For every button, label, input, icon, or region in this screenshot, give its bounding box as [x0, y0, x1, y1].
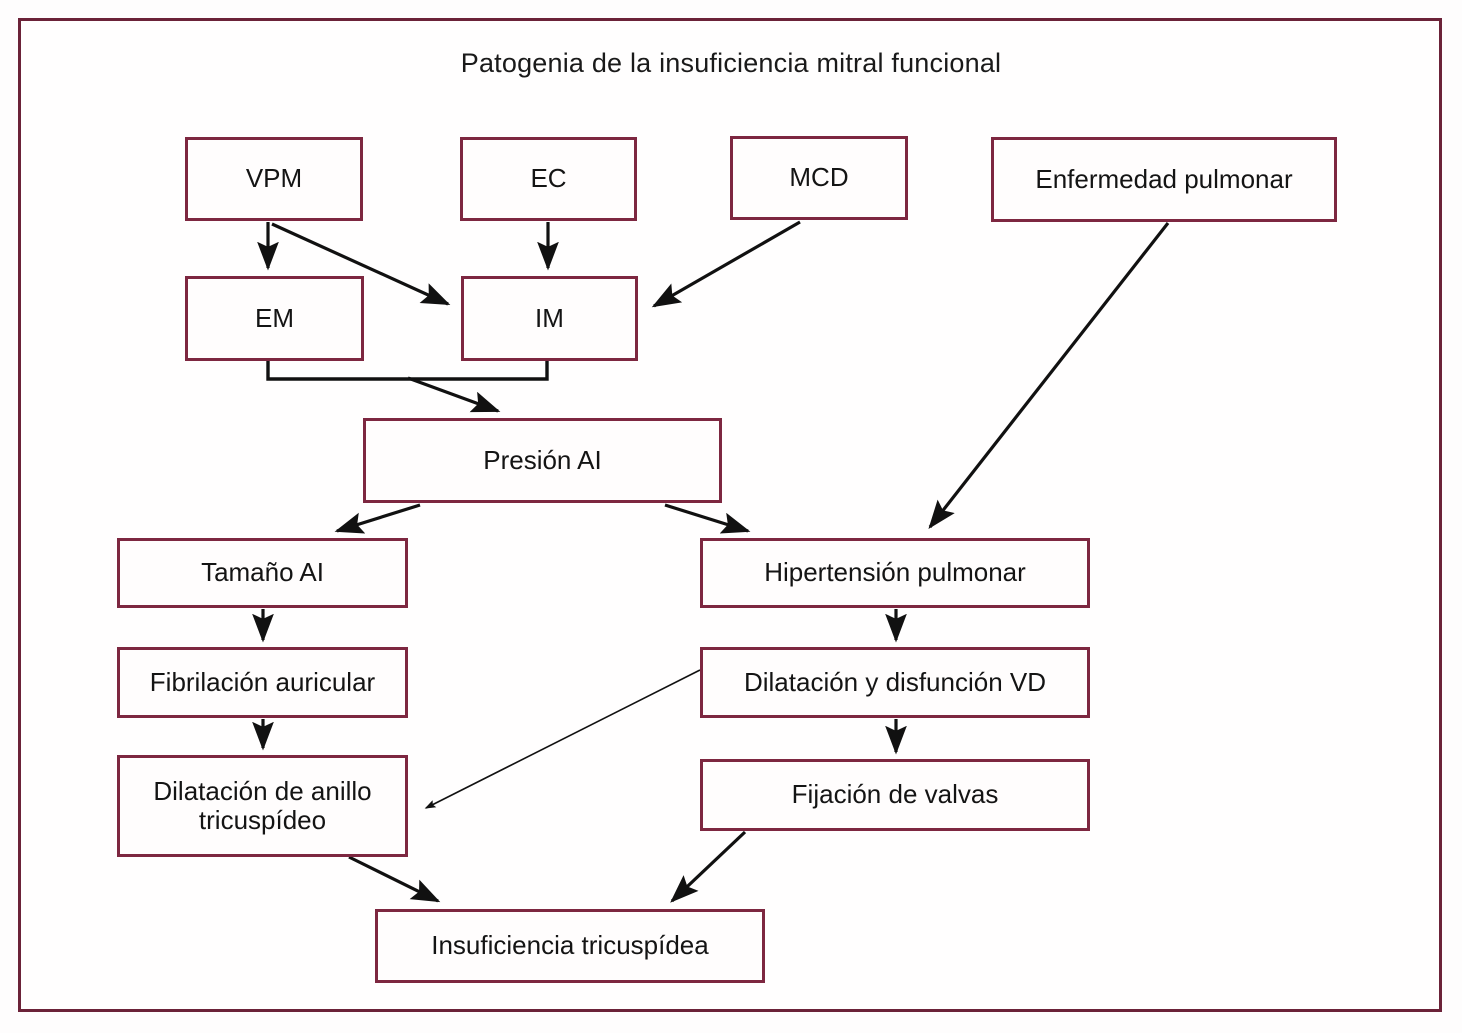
node-mcd-label: MCD	[789, 162, 849, 193]
node-hipertension-pulmonar-label: Hipertensión pulmonar	[764, 557, 1026, 588]
node-fijacion-de-valvas[interactable]: Fijación de valvas	[700, 759, 1090, 831]
node-fibrilacion-auricular-label: Fibrilación auricular	[149, 666, 376, 697]
node-fibrilacion-auricular[interactable]: Fibrilación auricular	[117, 647, 408, 718]
node-im[interactable]: IM	[461, 276, 638, 361]
node-insuficiencia-tricuspidea-label: Insuficiencia tricuspídea	[431, 930, 709, 961]
node-ec-label: EC	[530, 163, 567, 194]
node-insuficiencia-tricuspidea[interactable]: Insuficiencia tricuspídea	[375, 909, 765, 983]
figure-title: Patogenia de la insuficiencia mitral fun…	[460, 48, 1002, 78]
node-enfermedad-pulmonar[interactable]: Enfermedad pulmonar	[991, 137, 1337, 222]
node-dilatacion-anillo-tricuspideo-label: Dilatación de anillo tricuspídeo	[153, 775, 372, 835]
node-dilatacion-disfuncion-vd[interactable]: Dilatación y disfunción VD	[700, 647, 1090, 718]
node-tamano-ai[interactable]: Tamaño AI	[117, 538, 408, 608]
node-presion-ai[interactable]: Presión AI	[363, 418, 722, 503]
node-dilatacion-disfuncion-vd-label: Dilatación y disfunción VD	[743, 666, 1047, 697]
node-tamano-ai-label: Tamaño AI	[201, 557, 324, 588]
node-mcd[interactable]: MCD	[730, 136, 908, 220]
node-ec[interactable]: EC	[460, 137, 637, 221]
node-hipertension-pulmonar[interactable]: Hipertensión pulmonar	[700, 538, 1090, 608]
node-enfermedad-pulmonar-label: Enfermedad pulmonar	[1035, 163, 1293, 194]
node-em[interactable]: EM	[185, 276, 364, 361]
node-fijacion-de-valvas-label: Fijación de valvas	[791, 779, 999, 810]
node-vpm-label: VPM	[245, 163, 303, 194]
node-presion-ai-label: Presión AI	[483, 444, 602, 475]
node-dilatacion-anillo-tricuspideo[interactable]: Dilatación de anillo tricuspídeo	[117, 755, 408, 857]
node-im-label: IM	[535, 302, 564, 333]
node-em-label: EM	[255, 302, 294, 333]
node-vpm[interactable]: VPM	[185, 137, 363, 221]
